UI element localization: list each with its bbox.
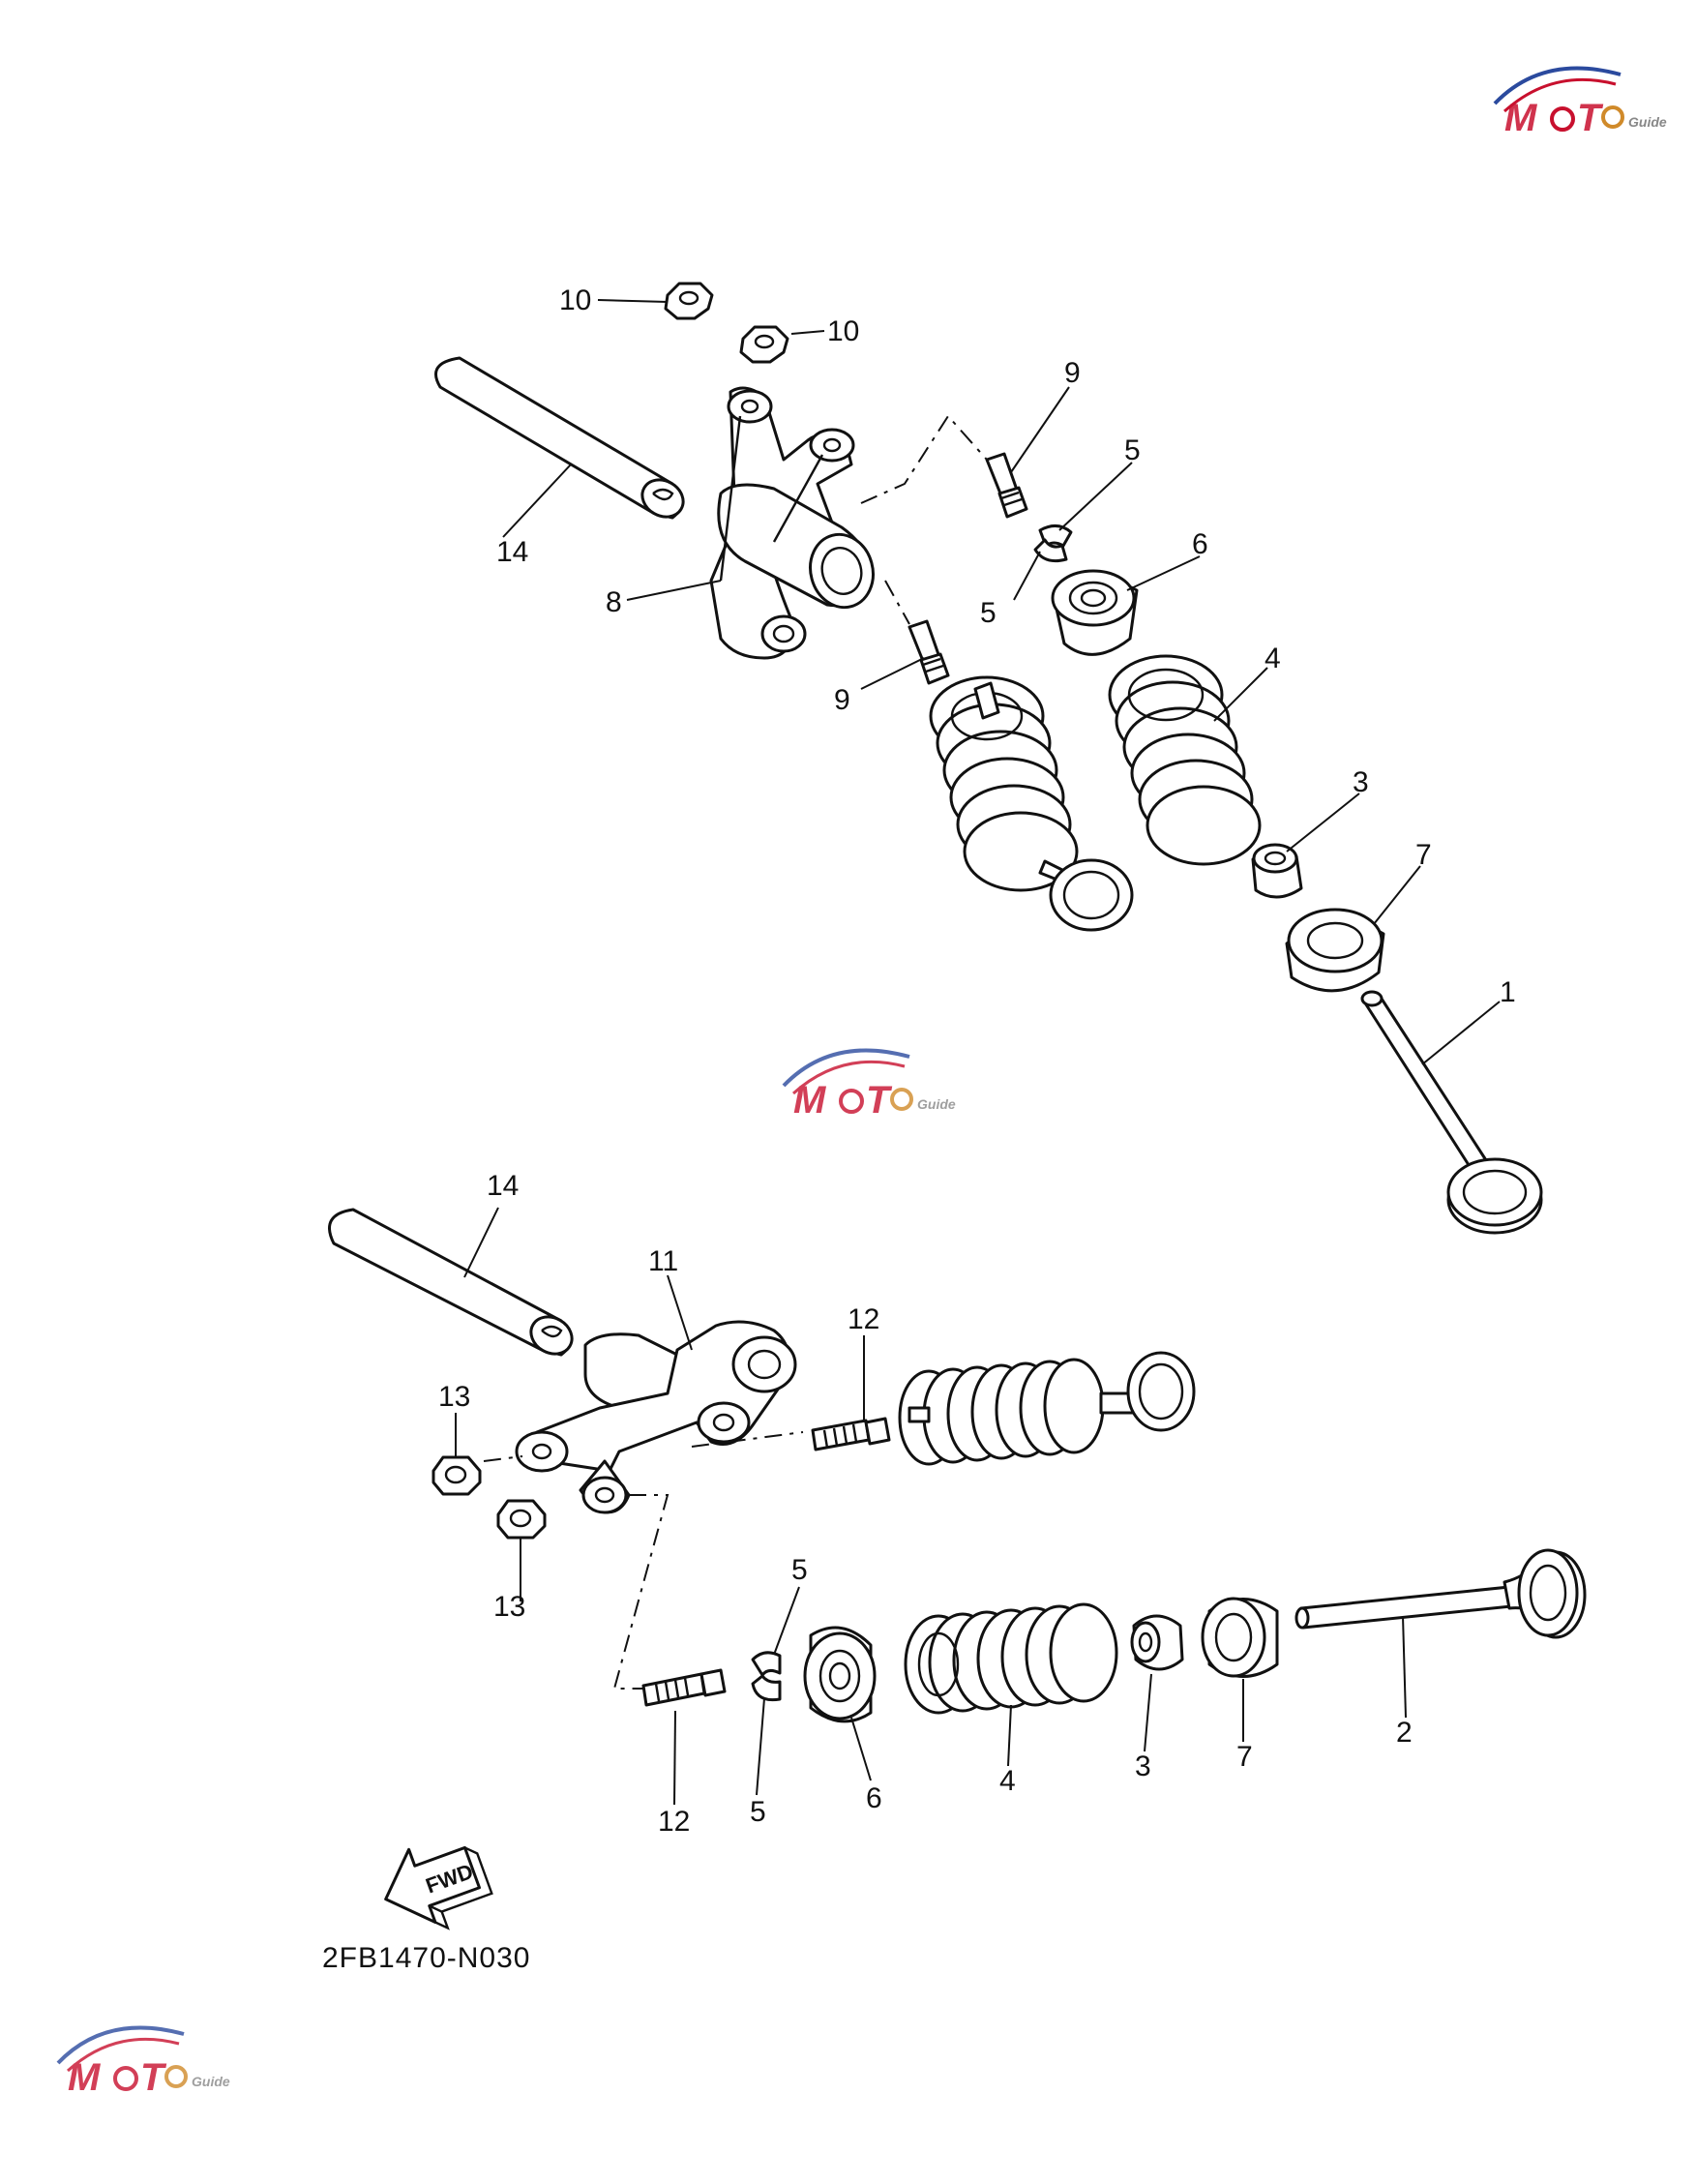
leader-lines <box>455 299 1501 1806</box>
valve-spring-assembled-bottom <box>898 1351 1196 1466</box>
valve-spring-assembled-top <box>929 675 1134 932</box>
callout-3-b: 3 <box>1135 1750 1151 1782</box>
rocker-shaft-bottom <box>328 1208 574 1357</box>
svg-text:T: T <box>1577 97 1604 139</box>
locknut-bottom-lower <box>496 1499 547 1540</box>
locknut-top-right <box>739 325 789 364</box>
watermark-logo-bottom-left: M T Guide <box>56 2025 230 2099</box>
callout-9-b: 9 <box>834 684 850 716</box>
adjusting-screw-bottom-upper <box>811 1417 891 1451</box>
callout-12-b: 12 <box>658 1806 690 1838</box>
alignment-line-bottom-nut <box>483 1455 523 1462</box>
callout-6-a: 6 <box>1192 528 1208 560</box>
callout-5-d: 5 <box>750 1796 766 1828</box>
svg-text:Guide: Guide <box>917 1096 956 1112</box>
svg-text:T: T <box>140 2056 167 2099</box>
valve-stem-seal-bottom <box>1130 1614 1184 1671</box>
alignment-line-bottom-adjuster <box>612 1494 669 1690</box>
callout-7-a: 7 <box>1415 839 1432 871</box>
callout-5-c: 5 <box>791 1554 808 1586</box>
adjusting-screw-top-left <box>908 619 950 685</box>
spring-seat-top <box>1285 908 1385 993</box>
rocker-arm-top <box>709 386 875 660</box>
diagram-code: 2FB1470-N030 <box>322 1942 530 1974</box>
valve-cotter-top <box>1033 524 1073 563</box>
callout-7-b: 7 <box>1236 1741 1253 1773</box>
alignment-line-top-adjuster <box>860 414 988 504</box>
alignment-line-top-lower <box>884 580 910 625</box>
spring-seat-bottom <box>1201 1597 1279 1678</box>
callout-14-a: 14 <box>496 536 528 568</box>
callout-5-a: 5 <box>1124 434 1141 466</box>
callout-6-b: 6 <box>866 1782 882 1814</box>
svg-text:T: T <box>866 1079 893 1122</box>
adjusting-screw-top-right <box>985 452 1028 519</box>
svg-text:M: M <box>1504 97 1538 139</box>
callout-13-b: 13 <box>493 1591 525 1623</box>
valve-stem-seal-top <box>1251 843 1303 899</box>
svg-text:M: M <box>793 1079 827 1122</box>
callout-10-b: 10 <box>827 315 859 347</box>
intake-valve <box>1294 1548 1587 1639</box>
locknut-bottom-upper <box>431 1455 482 1496</box>
svg-text:Guide: Guide <box>1628 114 1667 130</box>
callout-2: 2 <box>1396 1717 1413 1749</box>
callout-8: 8 <box>606 586 622 618</box>
watermark-logo-center: M T Guide <box>782 1048 956 1122</box>
callout-4-b: 4 <box>999 1765 1016 1797</box>
svg-text:Guide: Guide <box>192 2074 230 2089</box>
callout-4-a: 4 <box>1265 643 1281 674</box>
exhaust-valve <box>1360 990 1543 1235</box>
callout-13-a: 13 <box>438 1381 470 1413</box>
svg-text:M: M <box>68 2056 102 2099</box>
callout-5-b: 5 <box>980 597 997 629</box>
rocker-shaft-top <box>434 356 685 520</box>
rocker-arm-bottom <box>515 1320 797 1514</box>
callout-1: 1 <box>1500 976 1516 1008</box>
callout-10-a: 10 <box>559 284 591 316</box>
callout-9-a: 9 <box>1064 357 1081 389</box>
valve-spring-bottom <box>904 1602 1118 1715</box>
callout-labels: 10 10 9 5 14 6 8 5 9 4 3 7 1 14 11 12 13… <box>438 284 1516 1838</box>
spring-retainer-bottom <box>803 1626 877 1723</box>
forward-direction-arrow: FWD <box>384 1845 493 1930</box>
adjusting-screw-bottom-lower <box>641 1668 727 1707</box>
callout-3-a: 3 <box>1353 766 1369 798</box>
callout-12-a: 12 <box>848 1303 879 1335</box>
valve-cotter-bottom <box>751 1651 782 1702</box>
watermark-logo-top-right: M T Guide <box>1493 66 1667 139</box>
valve-spring-top-right <box>1108 654 1262 866</box>
callout-14-b: 14 <box>487 1170 519 1202</box>
locknut-top-left <box>664 282 714 320</box>
callout-11: 11 <box>648 1245 678 1277</box>
spring-retainer-top <box>1051 569 1139 656</box>
